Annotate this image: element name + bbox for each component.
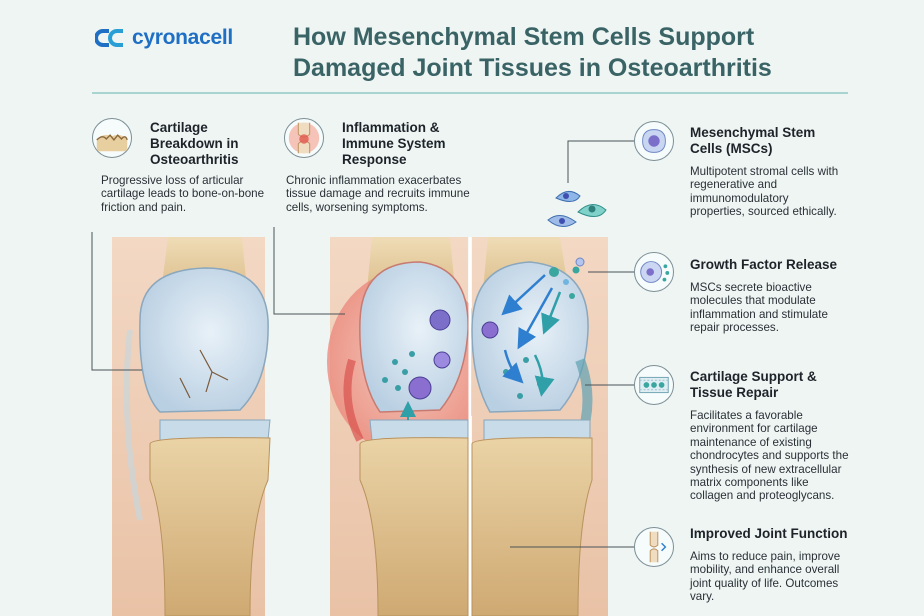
- inflamed-joint-icon: [284, 118, 324, 158]
- inflammation-heading-box: Inflammation & Immune System Response: [342, 120, 482, 168]
- cartilage-breakdown-heading-box: Cartilage Breakdown in Osteoarthritis: [150, 120, 270, 168]
- knee-joint-icon: [634, 527, 674, 567]
- cartilage-icon: [92, 118, 132, 158]
- damaged-knee-panel: [112, 237, 271, 616]
- joint-function-text-box: Improved Joint Function Aims to reduce p…: [690, 526, 850, 604]
- growth-factor-body: MSCs secrete bioactive molecules that mo…: [690, 281, 828, 335]
- inflamed-knee-panel: [327, 237, 487, 616]
- inflammation-body: Chronic inflammation exacerbates tissue …: [286, 174, 470, 214]
- inflammation-body-box: Chronic inflammation exacerbates tissue …: [286, 174, 470, 214]
- brand-logo: cyronacell: [95, 26, 233, 50]
- inflammation-heading: Inflammation & Immune System Response: [342, 120, 446, 167]
- joint-function-heading: Improved Joint Function: [690, 526, 848, 541]
- callout-leader-lines: [91, 140, 634, 548]
- joint-function-body: Aims to reduce pain, improve mobility, a…: [690, 550, 841, 604]
- cartilage-support-heading: Cartilage Support & Tissue Repair: [690, 369, 817, 400]
- stem-cell-icon: [634, 121, 674, 161]
- tissue-matrix-icon: [634, 365, 674, 405]
- title-divider: [92, 92, 848, 94]
- growth-factor-heading: Growth Factor Release: [690, 257, 838, 272]
- brand-mark-icon: [95, 29, 123, 47]
- page-title: How Mesenchymal Stem Cells Support Damag…: [293, 23, 772, 82]
- msc-heading: Mesenchymal Stem Cells (MSCs): [690, 125, 816, 156]
- secreting-cell-icon: [634, 252, 674, 292]
- floating-stem-cells: [547, 191, 607, 299]
- cartilage-breakdown-body: Progressive loss of articular cartilage …: [101, 174, 265, 214]
- cartilage-support-text-box: Cartilage Support & Tissue Repair Facili…: [690, 369, 850, 503]
- brand-name: cyronacell: [132, 26, 233, 49]
- cartilage-support-body: Facilitates a favorable environment for …: [690, 409, 849, 503]
- msc-text-box: Mesenchymal Stem Cells (MSCs) Multipoten…: [690, 125, 840, 219]
- msc-treated-knee-panel: [471, 237, 608, 616]
- growth-factor-text-box: Growth Factor Release MSCs secrete bioac…: [690, 257, 840, 335]
- cartilage-breakdown-heading: Cartilage Breakdown in Osteoarthritis: [150, 120, 239, 167]
- msc-body: Multipotent stromal cells with regenerat…: [690, 165, 839, 219]
- cartilage-breakdown-body-box: Progressive loss of articular cartilage …: [101, 174, 266, 214]
